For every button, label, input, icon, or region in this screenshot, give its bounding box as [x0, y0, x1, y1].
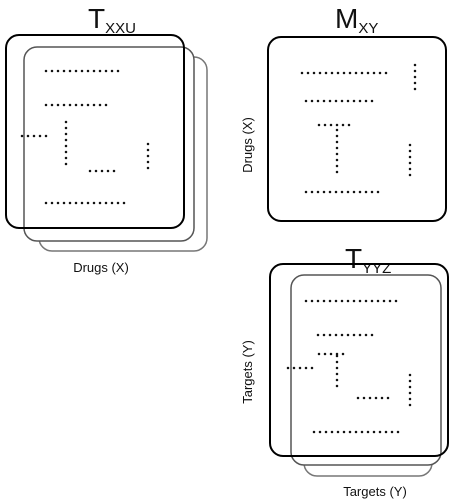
tyyz-ylabel: Targets (Y)	[240, 340, 255, 404]
panel-mxy: MXY Drugs (X)	[240, 3, 447, 222]
tyyz-dot-pattern	[286, 299, 412, 434]
tyyz-xlabel: Targets (Y)	[343, 484, 407, 499]
txxu-title-sub: XXU	[105, 20, 136, 37]
txxu-xlabel: Drugs (X)	[73, 260, 129, 275]
txxu-title-main: T	[88, 3, 105, 34]
mxy-title-main: M	[335, 3, 358, 34]
txxu-slice-front	[5, 34, 185, 229]
mxy-ylabel: Drugs (X)	[240, 117, 255, 173]
mxy-title-sub: XY	[358, 20, 378, 37]
tyyz-title-main: T	[345, 243, 362, 274]
tyyz-slice-front	[269, 263, 449, 457]
txxu-slice-middle	[23, 46, 195, 242]
mxy-matrix-frame	[267, 36, 447, 222]
panel-txxu: TXXU Drugs (X)	[5, 3, 208, 275]
mxy-dot-pattern	[300, 63, 417, 194]
tyyz-title: TYYZ	[345, 243, 391, 277]
txxu-dot-pattern	[20, 69, 150, 205]
mxy-title: MXY	[335, 3, 378, 37]
txxu-title: TXXU	[88, 3, 136, 37]
panel-tyyz: TYYZ Targets (Y) Targets (Y)	[240, 243, 449, 499]
tyyz-slice-middle	[290, 274, 442, 466]
